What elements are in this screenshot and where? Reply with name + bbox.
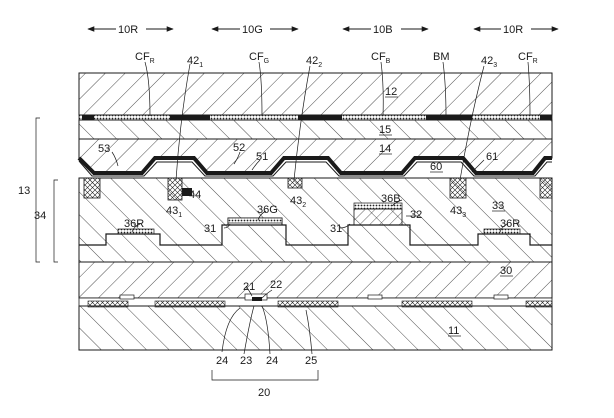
black-matrix-segment <box>540 115 552 120</box>
label-36r-right: 36R <box>500 218 520 230</box>
label-12: 12 <box>385 86 397 98</box>
layer-15 <box>78 119 553 140</box>
region-label-10b: 10B <box>373 24 393 36</box>
leader-lines <box>35 61 531 381</box>
label-42-1: 421 <box>187 55 203 69</box>
label-42-2: 422 <box>306 55 322 69</box>
label-51: 51 <box>256 151 268 163</box>
label-42-3: 423 <box>481 55 497 69</box>
label-31-left: 31 <box>204 223 216 235</box>
black-matrix-segment <box>298 115 342 120</box>
label-15: 15 <box>379 124 391 136</box>
label-44: 44 <box>189 189 201 201</box>
electrode-layers-51-52 <box>77 156 552 177</box>
label-60: 60 <box>430 161 442 173</box>
label-25: 25 <box>305 355 317 367</box>
label-14: 14 <box>379 143 391 155</box>
reference-labels: 12 15 14 13 34 53 52 51 60 61 44 33 431 … <box>18 86 520 399</box>
filter-labels: CFR CFG CFB BM CFR 421 422 423 <box>135 51 538 69</box>
contact-plugs-43 <box>83 177 553 201</box>
label-43-2: 432 <box>290 195 306 209</box>
label-20: 20 <box>258 387 270 399</box>
label-43-1: 431 <box>166 205 182 219</box>
black-matrix-segment <box>82 115 94 120</box>
label-24-right: 24 <box>266 355 278 367</box>
region-label-10r-left: 10R <box>118 24 138 36</box>
label-13: 13 <box>18 185 30 197</box>
step-structures <box>117 202 521 235</box>
label-30: 30 <box>500 265 512 277</box>
region-label-10r-right: 10R <box>503 24 523 36</box>
black-matrix-segment <box>426 115 472 120</box>
substrate-11 <box>78 305 553 351</box>
label-bm: BM <box>433 51 450 63</box>
label-cf-r-left: CFR <box>135 51 155 65</box>
label-23: 23 <box>240 355 252 367</box>
label-11: 11 <box>448 325 459 337</box>
label-32: 32 <box>410 209 422 221</box>
region-label-10g: 10G <box>242 24 263 36</box>
layer-31-contour <box>79 224 552 246</box>
label-24-left: 24 <box>216 355 228 367</box>
black-matrix-segment <box>170 115 210 120</box>
label-36b: 36B <box>381 193 401 205</box>
label-31-right: 31 <box>330 223 342 235</box>
label-21: 21 <box>243 281 255 293</box>
label-52: 52 <box>233 142 245 154</box>
region-labels: 10R 10G 10B 10R <box>116 22 531 36</box>
insulating-layer-30 <box>78 261 553 299</box>
label-36r-left: 36R <box>124 218 144 230</box>
label-61: 61 <box>486 151 498 163</box>
label-33: 33 <box>492 200 504 212</box>
label-cf-b: CFB <box>371 51 391 65</box>
label-cf-g: CFG <box>249 51 269 65</box>
substrate-12 <box>78 72 553 116</box>
label-34: 34 <box>34 210 46 222</box>
label-36g: 36G <box>257 204 278 216</box>
label-22: 22 <box>270 279 282 291</box>
label-cf-r-right: CFR <box>518 51 538 65</box>
label-43-3: 433 <box>450 205 466 219</box>
label-53: 53 <box>98 143 110 155</box>
planarization-layer-33 <box>78 177 553 263</box>
